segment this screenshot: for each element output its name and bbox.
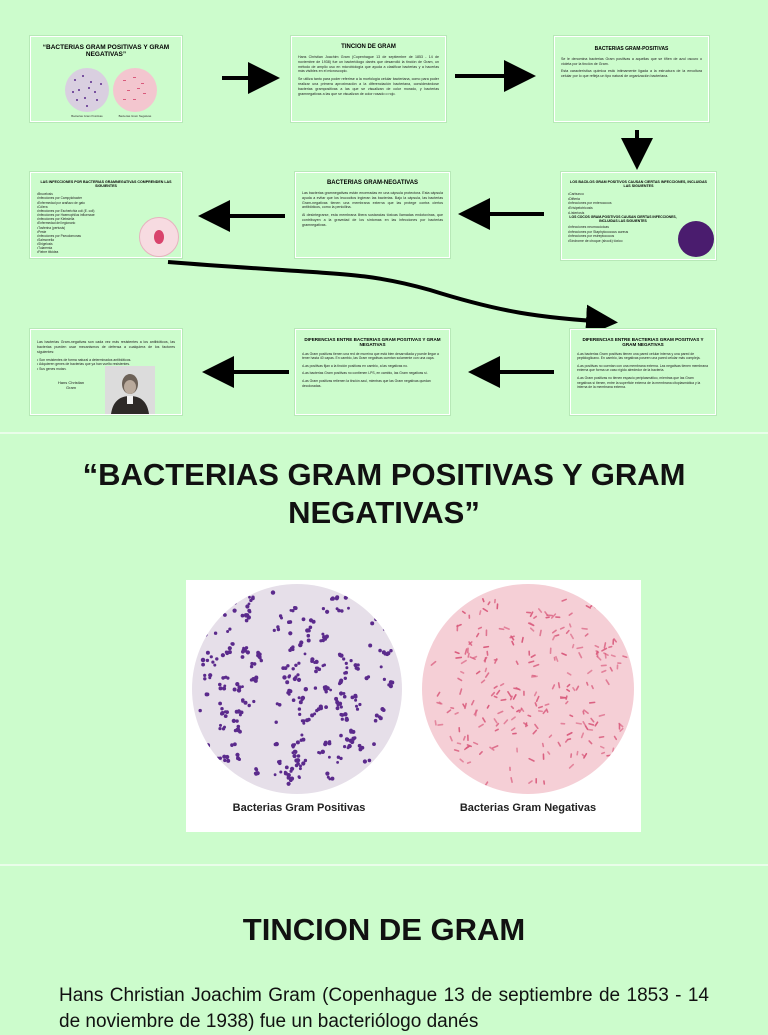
map-box-gram-positive-text-2: Esta característica química está íntimam…: [561, 69, 702, 79]
mini-caption-negative: Bacterias Gram Negativas: [118, 114, 152, 118]
map-box-gram-positive: BACTERIAS GRAM-POSITIVAS Se le denomina …: [554, 36, 709, 122]
mini-plate-purple: [678, 221, 714, 257]
concept-map: “BACTERIAS GRAM POSITIVAS Y GRAM NEGATIV…: [0, 0, 768, 432]
map-box-tincion: TINCION DE GRAM Hans Christian Joachim G…: [291, 36, 446, 122]
list-item: •Carbunco: [568, 192, 584, 197]
map-box-gram-negative-text-1: Las bacterias gramnegativas están encerr…: [302, 190, 443, 210]
map-box-negative-infections: LAS INFECCIONES POR BACTERIAS GRAMNEGATI…: [30, 172, 182, 258]
portrait-figure-icon: [105, 366, 155, 414]
list-item: •Listeriosis: [568, 210, 585, 215]
mini-plate-positive: [65, 68, 109, 112]
map-box-differences-2: DIFERENCIAS ENTRE BACTERIAS GRAM POSITIV…: [570, 329, 716, 415]
map-box-positive-infections: LOS BACILOS GRAM POSITIVOS CAUSAN CIERTA…: [561, 172, 716, 260]
caption-gram-positive: Bacterias Gram Positivas: [232, 802, 366, 814]
map-box-tincion-text-2: Se utiliza tanto para poder referirse a …: [298, 77, 439, 96]
plate-gram-positive: [192, 584, 402, 794]
list-item: •Las positivas no cuentan con una membra…: [577, 363, 709, 373]
differences-1-list: •Las Gram positivas tienen una red de mu…: [302, 352, 443, 389]
slide-bacterias: “BACTERIAS GRAM POSITIVAS Y GRAM NEGATIV…: [0, 434, 768, 864]
map-box-tincion-text-1: Hans Christian Joachim Gram (Copenhague …: [298, 54, 439, 74]
map-box-gram-negative: BACTERIAS GRAM-NEGATIVAS Las bacterias g…: [295, 172, 450, 258]
positive-cocci-list: •Infecciones neumocócicas •Infecciones p…: [568, 225, 709, 243]
map-box-differences-1: DIFERENCIAS ENTRE BACTERIAS GRAM POSITIV…: [295, 329, 450, 415]
slide-tincion: TINCION DE GRAM Hans Christian Joachim G…: [0, 866, 768, 1032]
slide-separator: [0, 864, 768, 866]
list-item: •Difteria: [568, 196, 580, 201]
map-box-gram-negative-text-2: Al desintegrarse, esta membrana libera s…: [302, 213, 443, 227]
map-box-title: “BACTERIAS GRAM POSITIVAS Y GRAM NEGATIV…: [30, 36, 182, 122]
resistance-list: • Son resistentes de forma natural a det…: [37, 358, 175, 372]
list-item: •Las bacterias Gram positivas no contien…: [302, 371, 428, 376]
mini-plate-negative: [113, 68, 157, 112]
map-box-title-heading: “BACTERIAS GRAM POSITIVAS Y GRAM NEGATIV…: [42, 44, 170, 59]
map-box-gram-negative-heading: BACTERIAS GRAM-NEGATIVAS: [326, 180, 419, 186]
plate-gram-negative: [422, 584, 634, 794]
list-item: •Enfermedad del legionario: [37, 221, 76, 226]
map-box-positive-infections-heading: LOS BACILOS GRAM POSITIVOS CAUSAN CIERTA…: [570, 180, 707, 189]
list-item: •Peste: [37, 229, 47, 234]
list-item: •Infecciones por Haemophilus influenzae: [37, 213, 95, 218]
list-item: •Salmonella: [37, 237, 54, 242]
list-item: •Las Gram positivas tienen una red de mu…: [302, 351, 439, 361]
list-item: •Las Gram positivas no tienen espacio pe…: [577, 375, 701, 390]
list-item: •Síndrome de choque (shock) tóxico: [568, 238, 623, 243]
slide-body-text: Hans Christian Joachim Gram (Copenhague …: [59, 985, 709, 1032]
list-item: •Infecciones por Staphylococcus aureus: [568, 229, 629, 234]
purple-cocci-cluster-icon: [198, 590, 395, 786]
portrait-caption: Hans Christian Gram: [57, 380, 85, 391]
list-item: •Infecciones neumocócicas: [568, 225, 609, 230]
mini-caption-positive: Bacterias Gram Positivas: [71, 114, 103, 118]
list-item: •Las bacterias Gram positivas tienen una…: [577, 351, 701, 361]
map-box-resistance-text: Las bacterias Gram-negativas son cada ve…: [37, 340, 175, 354]
positive-bacilli-list: •Carbunco •Difteria •Infecciones por ent…: [568, 192, 709, 215]
list-item: •Shigelosis: [37, 242, 53, 247]
slide-separator: [0, 432, 768, 434]
map-box-gram-positive-text-1: Se le denomina bacterias Gram positivas …: [561, 56, 702, 66]
list-item: •Infecciones por Campylobacter: [37, 196, 83, 201]
list-item: •Infecciones por Escherichia coli (E. co…: [37, 208, 95, 213]
map-box-gram-positive-heading: BACTERIAS GRAM-POSITIVAS: [594, 46, 669, 52]
list-item: •Infecciones por enterococos: [568, 201, 612, 206]
list-item: •Las positivas fijan a la tinción positi…: [302, 363, 408, 368]
pink-bacilli-icon: [430, 595, 628, 787]
map-box-differences-2-heading: DIFERENCIAS ENTRE BACTERIAS GRAM POSITIV…: [582, 337, 704, 348]
list-item: •Las Gram positivas retienen la tinción …: [302, 378, 431, 388]
mini-plate-pink: [139, 217, 179, 257]
list-item: •Tosferina (pertusis): [37, 225, 66, 230]
list-item: • Sus genes mutan.: [37, 366, 67, 371]
list-item: •Fiebre tifoidea: [37, 250, 59, 255]
map-box-resistance: Las bacterias Gram-negativas son cada ve…: [30, 329, 182, 415]
list-item: •Infecciones por Pseudomonas: [37, 233, 81, 238]
map-box-negative-infections-heading: LAS INFECCIONES POR BACTERIAS GRAMNEGATI…: [40, 180, 172, 189]
list-item: • Son resistentes de forma natural a det…: [37, 357, 132, 362]
list-item: •Tularemia: [37, 246, 53, 251]
map-box-tincion-heading: TINCION DE GRAM: [341, 44, 396, 50]
list-item: •Erisipelotricosis: [568, 206, 593, 211]
list-item: •Cólera: [37, 204, 48, 209]
list-item: •Infecciones por estreptococos: [568, 234, 615, 239]
list-item: •Infecciones por Klebsiella: [37, 217, 75, 222]
negative-infections-list: •Brucelosis •Infecciones por Campylobact…: [37, 192, 175, 254]
list-item: • Adquieren genes de bacterias que ya ha…: [37, 362, 130, 367]
map-box-positive-cocci-heading: LOS COCOS GRAM-POSITIVOS CAUSAN CIERTAS …: [569, 215, 677, 224]
differences-2-list: •Las bacterias Gram positivas tienen una…: [577, 352, 709, 390]
arrow-6-to-7: [167, 260, 618, 337]
list-item: •Brucelosis: [37, 192, 53, 197]
gram-stain-photo: Bacterias Gram Positivas Bacterias Gram …: [186, 580, 641, 832]
slide-title: TINCION DE GRAM: [242, 912, 526, 947]
map-box-differences-1-heading: DIFERENCIAS ENTRE BACTERIAS GRAM POSITIV…: [304, 337, 441, 348]
list-item: •Enfermedad por arañazo de gato: [37, 200, 85, 205]
portrait-photo: [105, 366, 155, 414]
caption-gram-negative: Bacterias Gram Negativas: [459, 802, 597, 814]
slide-title: “BACTERIAS GRAM POSITIVAS Y GRAM NEGATIV…: [82, 457, 686, 530]
